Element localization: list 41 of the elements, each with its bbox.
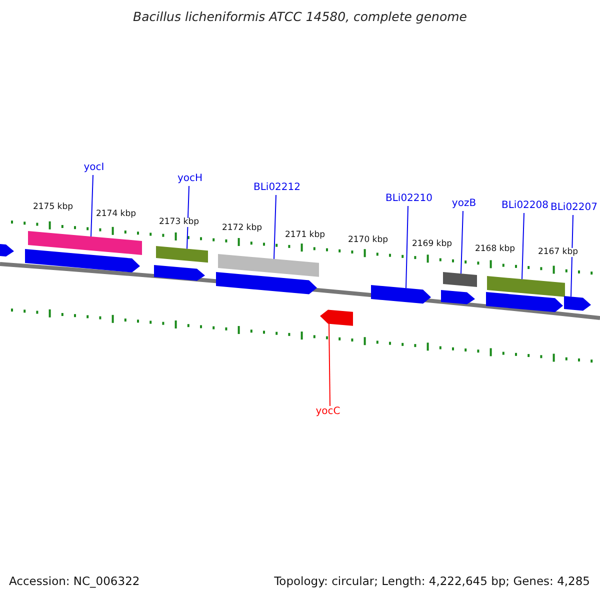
leader-line (90, 174, 94, 238)
scale-label: 2172 kbp (220, 224, 264, 232)
cds-feature (0, 244, 14, 256)
gene-feature (487, 276, 565, 297)
cds-feature (441, 290, 475, 304)
cds-feature (320, 310, 353, 326)
gene-label: yocH (177, 174, 203, 184)
scale-label: 2173 kbp (158, 218, 200, 226)
gene-label: yozB (452, 199, 476, 209)
gene-label: yocI (84, 163, 104, 173)
cds-feature (216, 272, 317, 294)
scale-label: 2167 kbp (536, 248, 580, 256)
scale-label: 2175 kbp (32, 203, 74, 212)
leader-line (570, 214, 574, 298)
scale-label: 2170 kbp (346, 236, 390, 244)
scale-label: 2174 kbp (94, 210, 138, 218)
leader-line (186, 186, 190, 250)
scale-label: 2171 kbp (284, 231, 326, 240)
footer-text: Topology: circular; Length: 4,222,645 bp; Genes: 4,285 (274, 576, 590, 588)
gene-label: BLi02212 (253, 183, 301, 193)
gene-feature (443, 272, 477, 287)
leader-line (406, 206, 408, 289)
cds-feature (154, 265, 205, 281)
gene-label: BLi02208 (501, 201, 549, 211)
gene-feature (218, 254, 319, 277)
gene-label: BLi02210 (385, 194, 433, 204)
cds-feature (564, 296, 591, 311)
footer-text: Accession: NC_006322 (9, 576, 140, 588)
scale-label: 2169 kbp (410, 240, 454, 248)
cds-feature (371, 285, 431, 304)
scale-label: 2168 kbp (474, 245, 516, 254)
gene-feature (28, 231, 142, 255)
gene-label: BLi02207 (550, 203, 598, 213)
title: Bacillus licheniformis ATCC 14580, complete genome (132, 11, 468, 24)
gene-label: yocC (316, 407, 340, 417)
leader-line (328, 322, 330, 406)
gene-feature (156, 246, 208, 263)
leader-line (274, 194, 276, 260)
cds-feature (25, 249, 140, 272)
leader-line (522, 212, 524, 280)
leader-line (460, 210, 464, 274)
